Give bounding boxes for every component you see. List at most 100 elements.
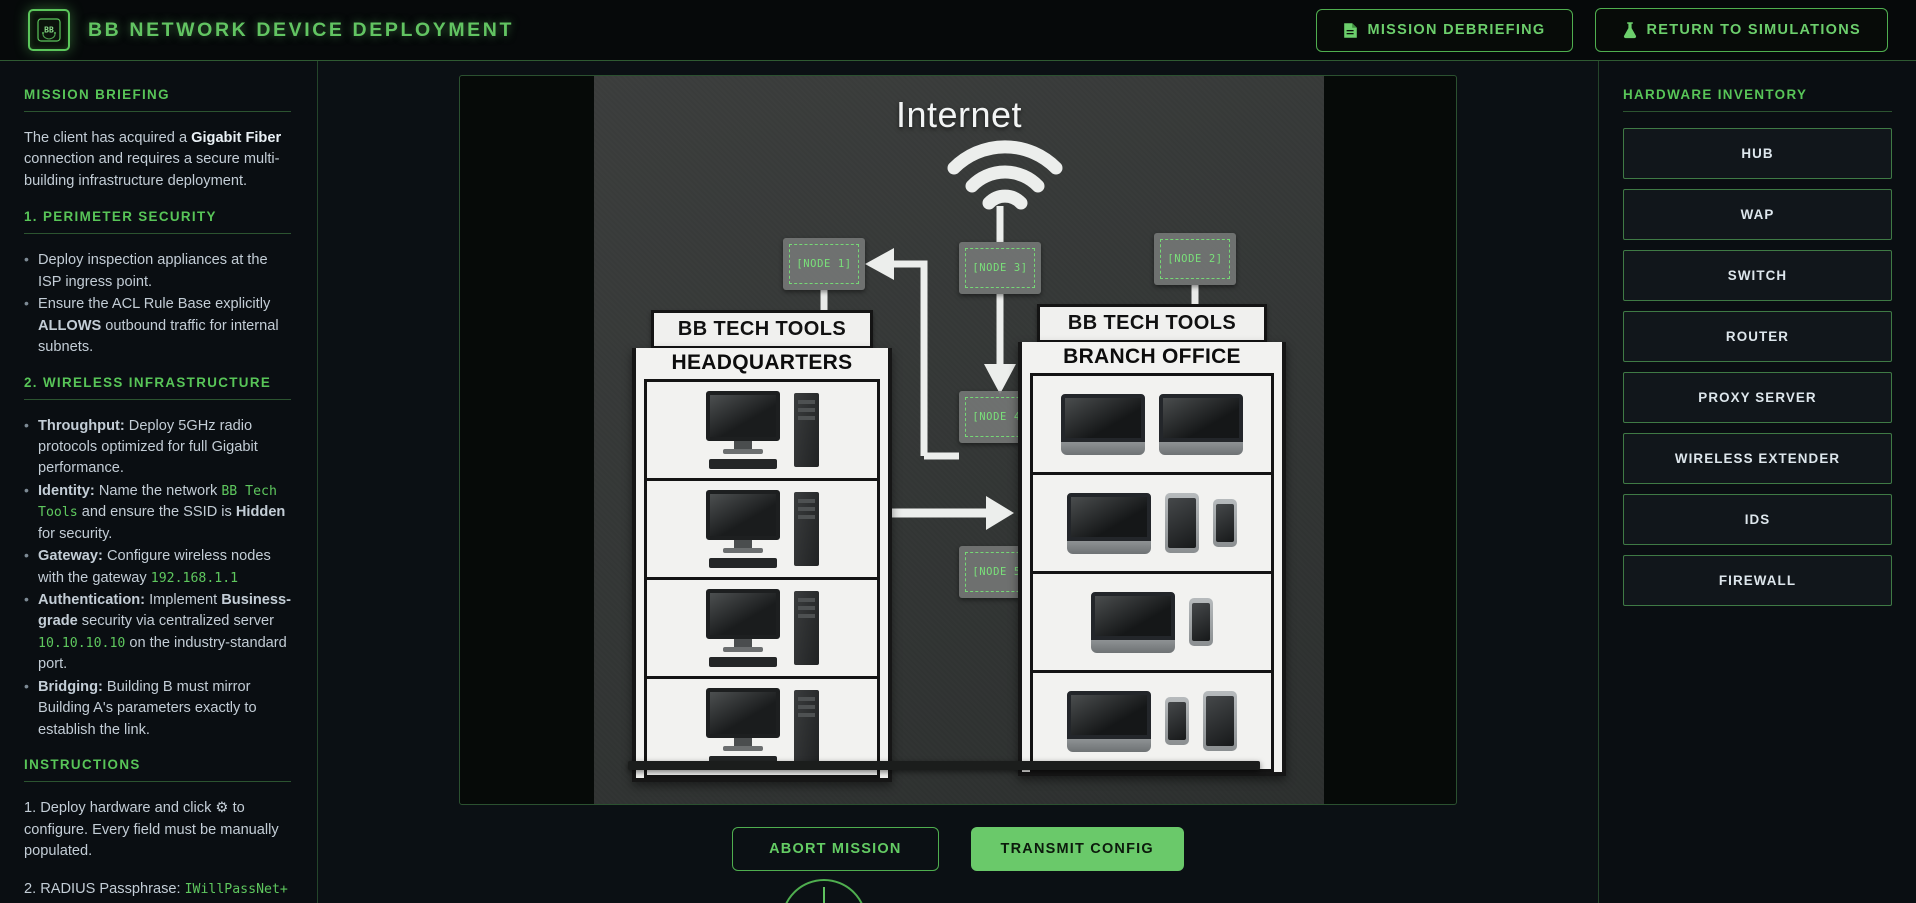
- svg-text:BB: BB: [44, 26, 54, 35]
- list-item: Authentication: Implement Business-grade…: [24, 589, 291, 676]
- document-icon: [1343, 22, 1358, 39]
- section-perimeter-security-heading: 1. PERIMETER SECURITY: [24, 209, 217, 225]
- bb-logo-icon: BB: [28, 9, 70, 51]
- inventory-item-wap[interactable]: WAP: [1623, 189, 1892, 240]
- ground-line: [628, 761, 1260, 770]
- desktop-tower-icon: [793, 690, 819, 764]
- briefing-divider: [24, 111, 291, 112]
- node-label: [NODE 3]: [972, 262, 1028, 274]
- inventory-heading: HARDWARE INVENTORY: [1623, 87, 1808, 102]
- node-label: [NODE 1]: [796, 258, 852, 270]
- inventory-item-hub[interactable]: HUB: [1623, 128, 1892, 179]
- app-body: MISSION BRIEFING The client has acquired…: [0, 61, 1916, 903]
- instructions-divider: [24, 781, 291, 783]
- flask-icon: [1622, 21, 1638, 39]
- laptop-icon: [1091, 591, 1175, 653]
- laptop-icon: [1067, 690, 1151, 752]
- inventory-item-router[interactable]: ROUTER: [1623, 311, 1892, 362]
- diagram-frame: Internet: [459, 75, 1457, 805]
- node-slot-1[interactable]: [NODE 1]: [783, 238, 865, 290]
- section2-divider: [24, 398, 291, 400]
- building-headquarters: BB TECH TOOLS HEADQUARTERS: [632, 310, 892, 782]
- hardware-inventory-sidebar: HARDWARE INVENTORY HUB WAP SWITCH ROUTER…: [1598, 61, 1916, 903]
- list-item: Deploy inspection appliances at the ISP …: [24, 249, 291, 293]
- network-workspace: Internet: [318, 61, 1598, 903]
- headquarters-floors: [644, 379, 880, 778]
- floor: [647, 382, 877, 481]
- desktop-monitor-icon: [705, 391, 780, 469]
- node-label: [NODE 4]: [972, 411, 1028, 423]
- inventory-item-switch[interactable]: SWITCH: [1623, 250, 1892, 301]
- instruction-1: 1. Deploy hardware and click ⚙ to config…: [24, 800, 279, 859]
- section-wireless-infrastructure-heading: 2. WIRELESS INFRASTRUCTURE: [24, 374, 272, 390]
- progress-gauge: [781, 879, 868, 903]
- network-diagram: Internet: [594, 76, 1324, 804]
- list-item: Throughput: Deploy 5GHz radio protocols …: [24, 414, 291, 480]
- node-label: [NODE 5]: [972, 566, 1028, 578]
- headquarters-sign: BB TECH TOOLS: [651, 310, 873, 349]
- headquarters-body: HEADQUARTERS: [632, 348, 892, 782]
- transmit-config-button[interactable]: TRANSMIT CONFIG: [970, 827, 1184, 871]
- return-to-simulations-button[interactable]: RETURN TO SIMULATIONS: [1594, 8, 1888, 52]
- floor: [1033, 673, 1271, 772]
- list-item: Gateway: Configure wireless nodes with t…: [24, 545, 291, 589]
- desktop-monitor-icon: [705, 688, 780, 766]
- node-slot-outline: [789, 244, 859, 284]
- wireless-infrastructure-list: Throughput: Deploy 5GHz radio protocols …: [24, 414, 291, 742]
- floor: [647, 481, 877, 580]
- node-slot-outline: [965, 248, 1035, 288]
- floor: [1033, 574, 1271, 673]
- inventory-item-proxy-server[interactable]: PROXY SERVER: [1623, 372, 1892, 423]
- return-to-simulations-label: RETURN TO SIMULATIONS: [1646, 22, 1861, 38]
- app-header: BB BB NETWORK DEVICE DEPLOYMENT MISSION …: [0, 0, 1916, 61]
- desktop-monitor-icon: [705, 490, 780, 568]
- instructions-heading: INSTRUCTIONS: [24, 757, 141, 773]
- instruction-2: 2. RADIUS Passphrase: IWillPassNet+: [24, 881, 288, 898]
- mission-actions: ABORT MISSION TRANSMIT CONFIG: [732, 827, 1184, 903]
- mission-debriefing-button[interactable]: MISSION DEBRIEFING: [1316, 8, 1573, 52]
- branch-office-floors: [1030, 373, 1274, 772]
- list-item: Ensure the ACL Rule Base explicitly ALLO…: [24, 293, 291, 358]
- desktop-tower-icon: [793, 591, 819, 665]
- briefing-heading: MISSION BRIEFING: [24, 87, 170, 102]
- perimeter-security-list: Deploy inspection appliances at the ISP …: [24, 249, 291, 358]
- mission-briefing-sidebar: MISSION BRIEFING The client has acquired…: [0, 61, 318, 903]
- floor: [1033, 376, 1271, 475]
- inventory-item-ids[interactable]: IDS: [1623, 494, 1892, 545]
- headquarters-name: HEADQUARTERS: [671, 351, 853, 374]
- laptop-icon: [1061, 393, 1145, 455]
- tablet-icon: [1203, 691, 1237, 751]
- building-branch-office: BB TECH TOOLS BRANCH OFFICE: [1018, 304, 1286, 776]
- internet-label: Internet: [895, 94, 1023, 135]
- abort-mission-button[interactable]: ABORT MISSION: [732, 827, 939, 871]
- inventory-item-firewall[interactable]: FIREWALL: [1623, 555, 1892, 606]
- branch-office-sign: BB TECH TOOLS: [1037, 304, 1267, 343]
- smartphone-icon: [1213, 499, 1237, 547]
- page-title: BB NETWORK DEVICE DEPLOYMENT: [88, 18, 514, 41]
- laptop-icon: [1067, 492, 1151, 554]
- section1-divider: [24, 233, 291, 235]
- laptop-icon: [1159, 393, 1243, 455]
- wifi-icon: [946, 138, 1064, 221]
- floor: [647, 580, 877, 679]
- smartphone-icon: [1189, 598, 1213, 646]
- tablet-icon: [1165, 493, 1199, 553]
- node-label: [NODE 2]: [1167, 253, 1223, 265]
- node-slot-2[interactable]: [NODE 2]: [1154, 233, 1236, 285]
- desktop-tower-icon: [793, 393, 819, 467]
- briefing-intro: The client has acquired a Gigabit Fiber …: [24, 130, 282, 189]
- desktop-tower-icon: [793, 492, 819, 566]
- inventory-divider: [1623, 111, 1892, 112]
- inventory-list: HUB WAP SWITCH ROUTER PROXY SERVER WIREL…: [1623, 128, 1892, 606]
- mission-debriefing-label: MISSION DEBRIEFING: [1367, 22, 1546, 38]
- node-slot-outline: [1160, 239, 1230, 279]
- inventory-item-wireless-extender[interactable]: WIRELESS EXTENDER: [1623, 433, 1892, 484]
- smartphone-icon: [1165, 697, 1189, 745]
- floor: [1033, 475, 1271, 574]
- node-slot-3[interactable]: [NODE 3]: [959, 242, 1041, 294]
- header-actions: MISSION DEBRIEFING RETURN TO SIMULATIONS: [1316, 8, 1888, 52]
- desktop-monitor-icon: [705, 589, 780, 667]
- list-item: Bridging: Building B must mirror Buildin…: [24, 676, 291, 741]
- branch-office-body: BRANCH OFFICE: [1018, 342, 1286, 776]
